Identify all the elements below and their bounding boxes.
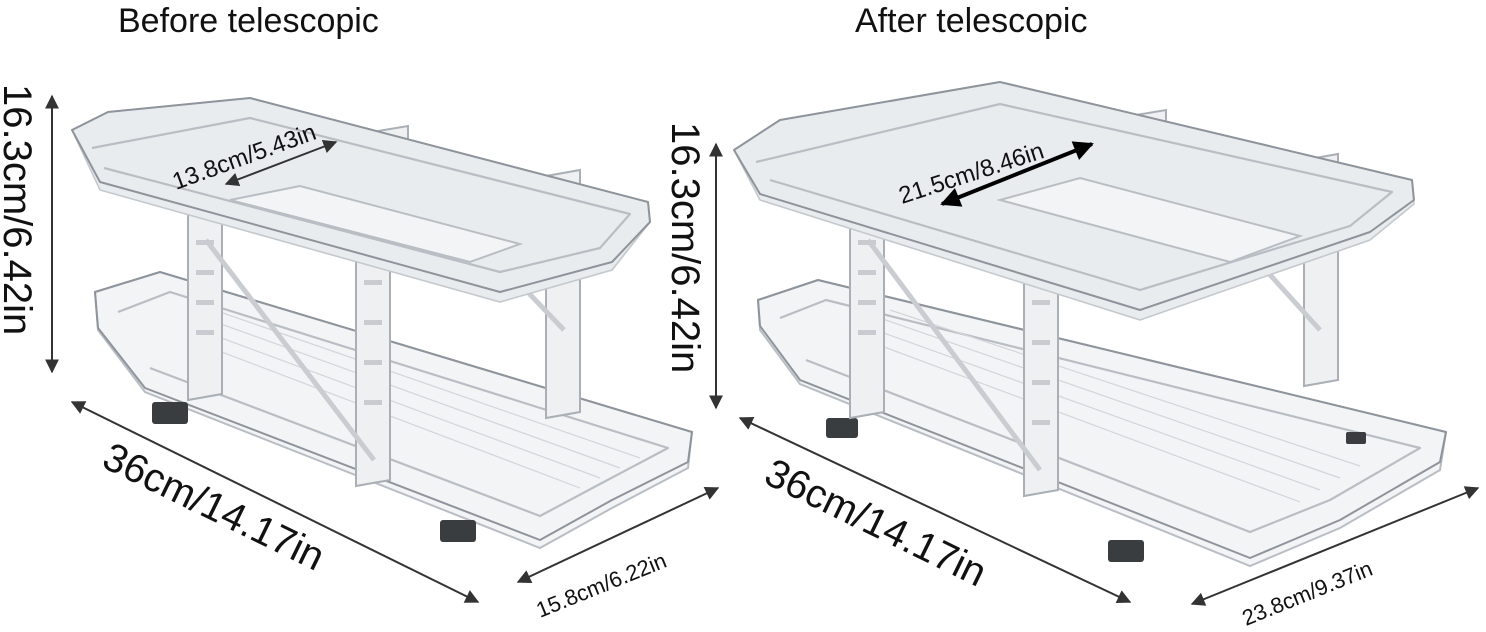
top-tray-before xyxy=(70,97,651,303)
inner-width-arrow-after xyxy=(940,141,1094,207)
width-label-before: 15.8cm/6.22in xyxy=(533,548,671,623)
width-arrow-after xyxy=(1190,486,1480,606)
height-label-before: 16.3cm/6.42in xyxy=(0,84,39,335)
length-arrow-after xyxy=(738,417,1132,603)
width-arrow-before xyxy=(516,487,720,583)
length-label-before: 36cm/14.17in xyxy=(96,435,331,580)
height-label-after: 16.3cm/6.42in xyxy=(663,122,707,373)
inner-width-arrow-before xyxy=(224,139,338,187)
width-label-after: 23.8cm/9.37in xyxy=(1239,556,1377,631)
title-after-telescopic: After telescopic xyxy=(855,2,1088,40)
length-arrow-before xyxy=(70,401,480,603)
title-before-telescopic: Before telescopic xyxy=(118,2,379,40)
length-label-after: 36cm/14.17in xyxy=(758,451,993,596)
